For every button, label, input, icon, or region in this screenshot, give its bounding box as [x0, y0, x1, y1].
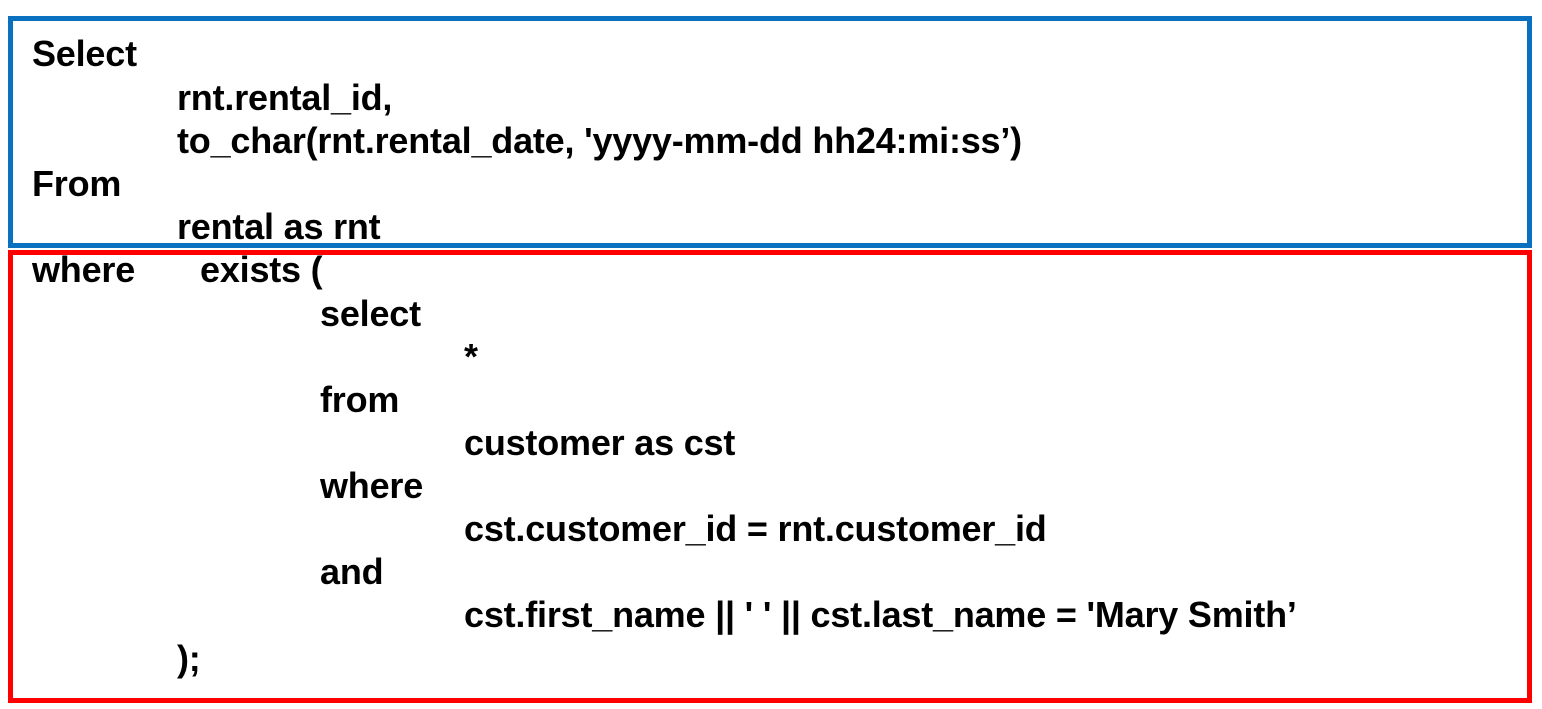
exists-clause: exists (: [200, 249, 323, 290]
subquery-highlight-box: [8, 250, 1532, 703]
subquery-where-keyword: where: [320, 465, 424, 506]
subquery-select-keyword: select: [320, 293, 421, 334]
select-keyword: Select: [32, 33, 137, 74]
subquery-condition-id: cst.customer_id = rnt.customer_id: [464, 508, 1047, 549]
where-keyword: where: [32, 249, 136, 290]
subquery-from-keyword: from: [320, 379, 400, 420]
subquery-table: customer as cst: [464, 422, 736, 463]
column-rental-id: rnt.rental_id,: [177, 77, 393, 118]
subquery-and-keyword: and: [320, 551, 384, 592]
closing-paren: );: [177, 638, 201, 679]
subquery-condition-name: cst.first_name || ' ' || cst.last_name =…: [464, 594, 1297, 635]
from-keyword: From: [32, 163, 122, 204]
column-rental-date: to_char(rnt.rental_date, 'yyyy-mm-dd hh2…: [177, 120, 1022, 161]
subquery-star: *: [464, 336, 478, 377]
from-table: rental as rnt: [177, 206, 381, 247]
outer-query-highlight-box: [8, 16, 1532, 248]
